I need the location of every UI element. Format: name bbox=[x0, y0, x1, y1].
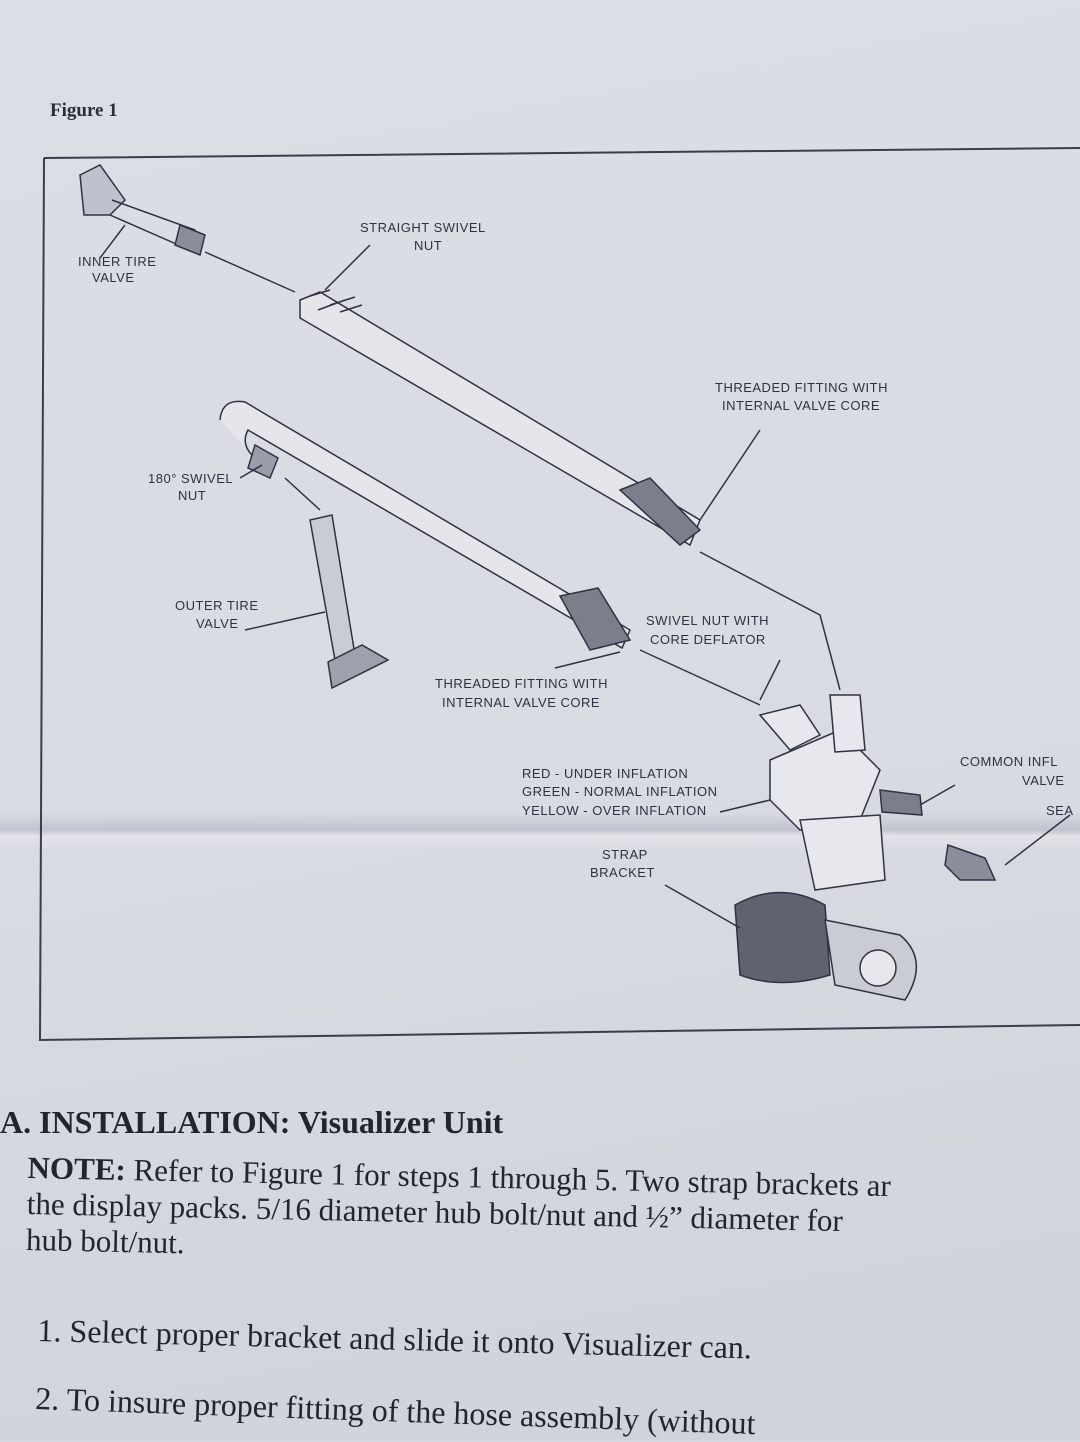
bent-hose bbox=[219, 400, 632, 651]
label-common-inflation-valve-2: VALVE bbox=[1022, 773, 1064, 788]
label-indicator-red: RED - UNDER INFLATION bbox=[522, 766, 688, 781]
step-1-number: 1. bbox=[37, 1312, 62, 1349]
step-2-text: To insure proper fitting of the hose ass… bbox=[66, 1381, 757, 1442]
label-threaded-fitting-top-1: THREADED FITTING WITH bbox=[715, 380, 888, 395]
section-title-bold: INSTALLATION: bbox=[39, 1104, 291, 1140]
label-threaded-fitting-bottom-1: THREADED FITTING WITH bbox=[435, 676, 608, 691]
label-swivel-180-1: 180° SWIVEL bbox=[148, 471, 233, 486]
threaded-fitting-top-label: THREADED FITTING WITH INTERNAL VALVE COR… bbox=[715, 380, 888, 413]
label-swivel-nut-core-deflator-2: CORE DEFLATOR bbox=[650, 632, 766, 647]
straight-swivel-nut-label: STRAIGHT SWIVEL NUT bbox=[360, 220, 486, 253]
swivel-180-label: 180° SWIVEL NUT bbox=[148, 471, 233, 503]
label-swivel-180-2: NUT bbox=[178, 488, 206, 503]
label-straight-swivel-nut-2: NUT bbox=[414, 238, 442, 253]
label-straight-swivel-nut-1: STRAIGHT SWIVEL bbox=[360, 220, 486, 235]
label-threaded-fitting-top-2: INTERNAL VALVE CORE bbox=[722, 398, 880, 413]
label-strap-bracket-2: BRACKET bbox=[590, 865, 655, 880]
label-outer-tire-valve-2: VALVE bbox=[196, 616, 238, 631]
strap-bracket-label: STRAP BRACKET bbox=[590, 847, 655, 880]
outer-tire-valve-part bbox=[309, 514, 390, 690]
label-swivel-nut-core-deflator-1: SWIVEL NUT WITH bbox=[646, 613, 769, 628]
note-label: NOTE: bbox=[27, 1150, 127, 1188]
step-1: 1. Select proper bracket and slide it on… bbox=[37, 1312, 752, 1366]
label-threaded-fitting-bottom-2: INTERNAL VALVE CORE bbox=[442, 695, 600, 710]
visualizer-unit bbox=[758, 694, 997, 891]
step-2-number: 2. bbox=[34, 1380, 60, 1417]
label-strap-bracket-1: STRAP bbox=[602, 847, 648, 862]
section-number: A. bbox=[0, 1104, 32, 1140]
label-indicator-yellow: YELLOW - OVER INFLATION bbox=[522, 803, 707, 818]
figure-title: Figure 1 bbox=[50, 100, 118, 121]
note-paragraph: NOTE: Refer to Figure 1 for steps 1 thro… bbox=[26, 1150, 1080, 1281]
threaded-fitting-bottom-label: THREADED FITTING WITH INTERNAL VALVE COR… bbox=[435, 676, 608, 710]
label-common-inflation-valve-1: COMMON INFL bbox=[960, 754, 1058, 769]
outer-tire-valve-label: OUTER TIRE VALVE bbox=[175, 598, 259, 631]
section-heading: A. INSTALLATION: Visualizer Unit bbox=[0, 1104, 503, 1141]
paper-fold bbox=[0, 812, 1080, 852]
straight-hose bbox=[299, 289, 702, 547]
strap-bracket-part bbox=[734, 891, 918, 1001]
label-outer-tire-valve-1: OUTER TIRE bbox=[175, 598, 259, 613]
indicator-colors-label: RED - UNDER INFLATION GREEN - NORMAL INF… bbox=[522, 766, 717, 818]
leader-arrows bbox=[99, 224, 1071, 929]
label-inner-tire-valve-2: VALVE bbox=[92, 270, 134, 285]
step-2: 2. To insure proper fitting of the hose … bbox=[35, 1380, 756, 1442]
section-title-rest: Visualizer Unit bbox=[297, 1104, 504, 1140]
inner-tire-valve-label: INNER TIRE VALVE bbox=[78, 254, 156, 285]
label-seal: SEA bbox=[1046, 803, 1074, 818]
swivel-nut-core-deflator-label: SWIVEL NUT WITH CORE DEFLATOR bbox=[646, 613, 769, 647]
figure-frame bbox=[38, 147, 1080, 1042]
label-inner-tire-valve-1: INNER TIRE bbox=[78, 254, 156, 269]
inner-tire-valve-part bbox=[79, 164, 206, 257]
common-inflation-valve-label: COMMON INFL VALVE bbox=[960, 754, 1064, 788]
figure-1-diagram: INNER TIRE VALVE STRAIGHT SWIVEL NUT THR… bbox=[38, 147, 1080, 1042]
step-1-text: Select proper bracket and slide it onto … bbox=[69, 1312, 753, 1366]
label-indicator-green: GREEN - NORMAL INFLATION bbox=[522, 784, 717, 799]
